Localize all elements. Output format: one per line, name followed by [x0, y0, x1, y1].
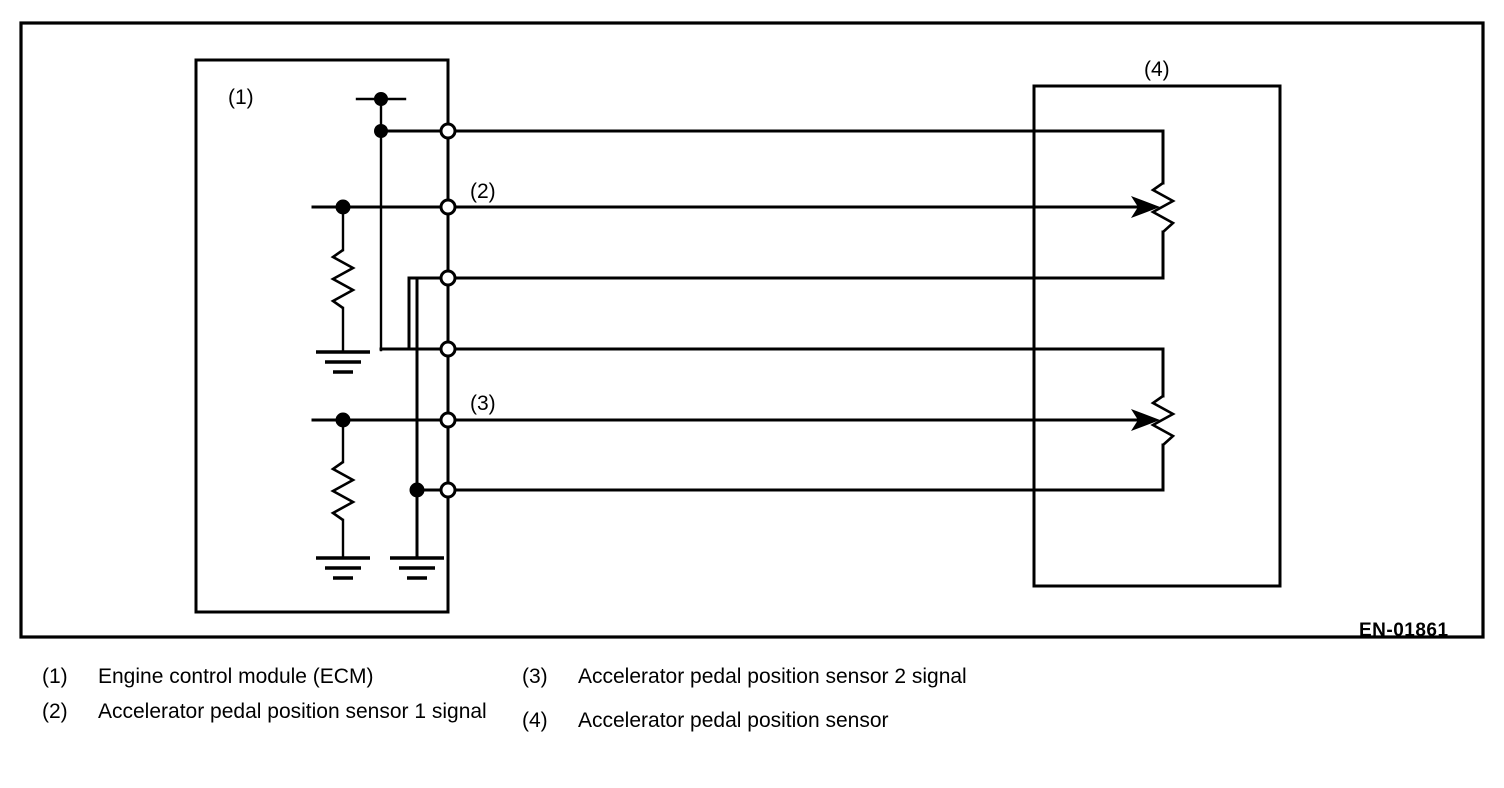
- terminal-aps2-ground[interactable]: [439, 481, 457, 499]
- legend-label: Accelerator pedal position sensor 1 sign…: [98, 700, 487, 723]
- pullup-resistor-2: [330, 460, 356, 522]
- legend-number: (3): [522, 665, 548, 688]
- callout-aps1-signal: (2): [470, 180, 496, 203]
- legend-label: Accelerator pedal position sensor 2 sign…: [578, 665, 967, 688]
- legend-item: (3) Accelerator pedal position sensor 2 …: [522, 662, 992, 692]
- callout-sensor: (4): [1144, 58, 1170, 81]
- terminal-aps1-signal[interactable]: [439, 198, 457, 216]
- pot2-wiper-arrowhead: [1131, 409, 1160, 431]
- callout-ecm: (1): [228, 86, 254, 109]
- legend-label: Accelerator pedal position sensor: [578, 709, 889, 732]
- wiring-diagram-svg: (1) (2) (3) (4) EN-01861: [19, 21, 1485, 641]
- legend-item: (2) Accelerator pedal position sensor 1 …: [42, 697, 512, 727]
- legend-number: (1): [42, 665, 68, 688]
- potentiometer-1-element: [1150, 181, 1176, 233]
- legend-label: Engine control module (ECM): [98, 665, 374, 688]
- pot1-wiper-arrowhead: [1131, 196, 1160, 218]
- terminal-aps2-signal[interactable]: [439, 411, 457, 429]
- callout-aps2-signal: (3): [470, 392, 496, 415]
- sensor-box: [1032, 84, 1282, 588]
- pullup-resistor-1: [330, 248, 356, 310]
- legend-item: (1) Engine control module (ECM): [42, 662, 512, 692]
- legend-column-left: (1) Engine control module (ECM) (2) Acce…: [42, 662, 512, 732]
- legend-item: (4) Accelerator pedal position sensor: [522, 706, 992, 736]
- potentiometer-2-element: [1150, 394, 1176, 446]
- legend-number: (2): [42, 700, 68, 723]
- terminal-sensor-power-1[interactable]: [439, 122, 457, 140]
- legend-number: (4): [522, 709, 548, 732]
- diagram-frame: [19, 21, 1485, 639]
- legend: (1) Engine control module (ECM) (2) Acce…: [0, 662, 1504, 788]
- terminal-sensor-power-2[interactable]: [439, 340, 457, 358]
- legend-column-right: (3) Accelerator pedal position sensor 2 …: [522, 662, 992, 741]
- diagram-code: EN-01861: [1359, 620, 1449, 641]
- terminal-aps1-ground[interactable]: [439, 269, 457, 287]
